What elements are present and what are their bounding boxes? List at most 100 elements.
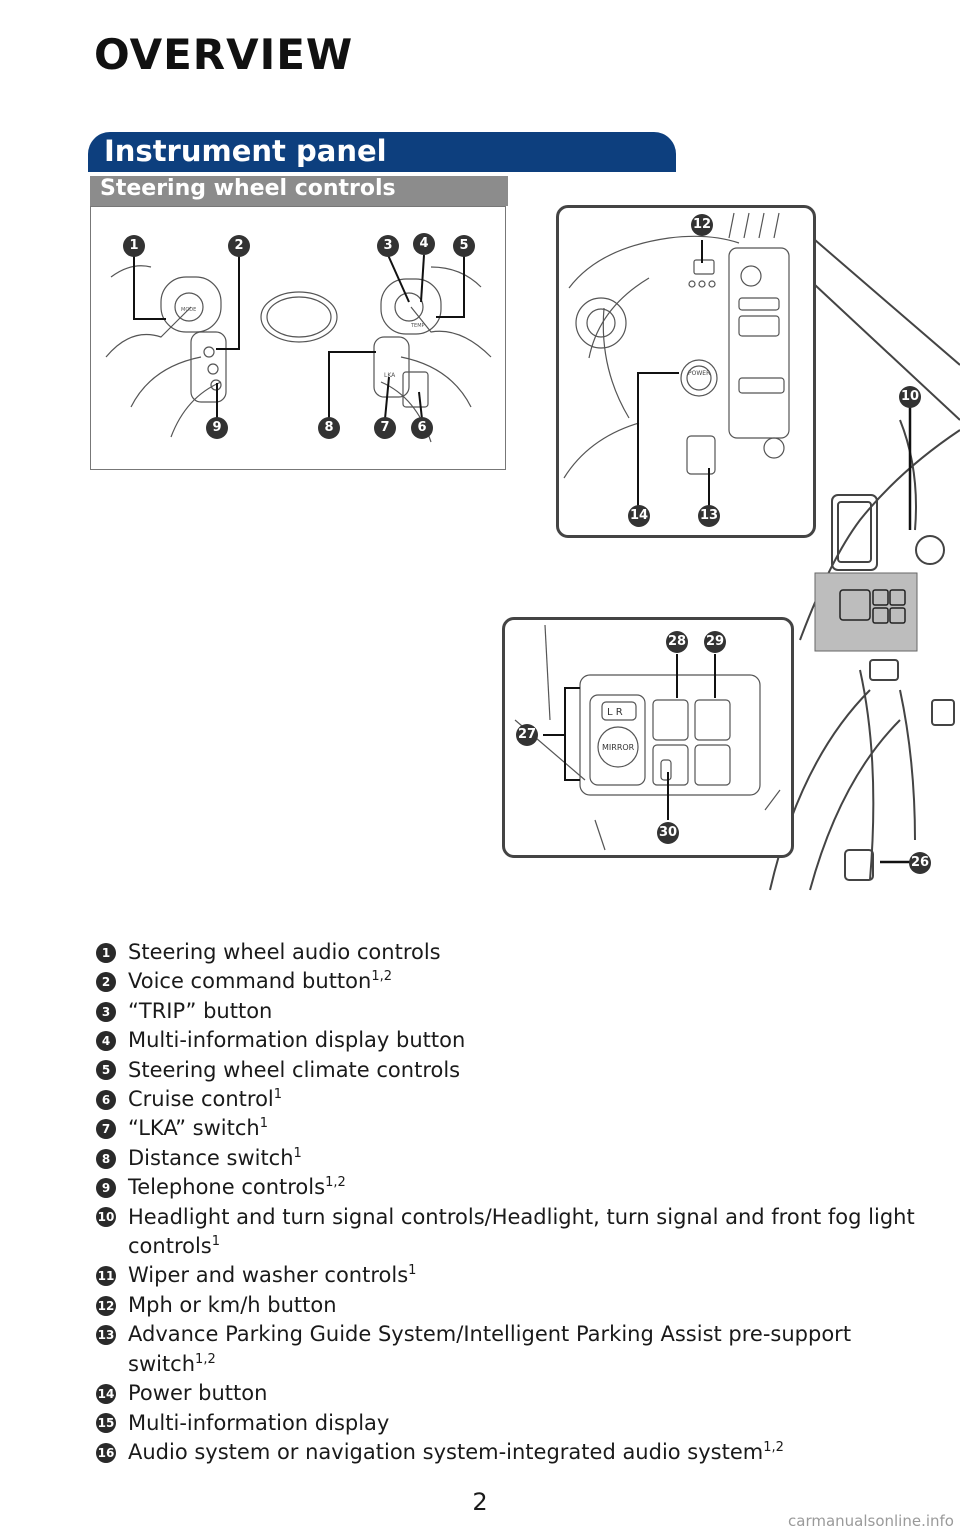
legend-footnote-ref: 1: [293, 1145, 302, 1161]
legend-text-wrap: Telephone controls1,2: [128, 1173, 916, 1202]
subsection-title: Steering wheel controls: [100, 176, 396, 201]
legend-item: 6 Cruise control1: [96, 1085, 916, 1114]
callout-badge-5: 5: [453, 235, 475, 257]
legend-number-badge: 6: [96, 1085, 128, 1114]
callout-badge-3: 3: [377, 235, 399, 257]
legend-number-badge: 1: [96, 938, 128, 967]
callout-badge-6: 6: [411, 417, 433, 439]
legend-text: Telephone controls: [128, 1175, 326, 1200]
callout-badge-1: 1: [123, 235, 145, 257]
callout-badge-28: 28: [666, 631, 688, 653]
steering-wheel-illustration: LKA MODE TEMP 1 2 3 4 5 6 7 8 9: [90, 206, 506, 470]
inset-mirror-drawing: L R MIRROR: [514, 624, 781, 851]
legend-item: 3 “TRIP” button: [96, 997, 916, 1026]
subsection-header: Steering wheel controls: [90, 176, 508, 206]
legend-item: 1 Steering wheel audio controls: [96, 938, 916, 967]
legend-number: 8: [96, 1148, 116, 1169]
callout-badge-2: 2: [228, 235, 250, 257]
inset-power-area: POWER 12 13 14: [556, 205, 816, 538]
legend-number: 6: [96, 1089, 116, 1110]
legend-number-badge: 4: [96, 1026, 128, 1055]
legend-text-wrap: Audio system or navigation system-integr…: [128, 1438, 916, 1467]
legend-number: 13: [96, 1324, 116, 1345]
legend-number: 15: [96, 1413, 116, 1434]
legend-text-wrap: Steering wheel audio controls: [128, 938, 916, 967]
legend-text: Multi-information display button: [128, 1028, 466, 1053]
legend-number: 3: [96, 1001, 116, 1022]
legend-number-badge: 14: [96, 1379, 128, 1408]
callout-badge-13: 13: [698, 505, 720, 527]
legend-list: 1 Steering wheel audio controls 2 Voice com…: [96, 938, 916, 1467]
legend-number-badge: 10: [96, 1203, 128, 1232]
legend-text-wrap: Headlight and turn signal controls/Headl…: [128, 1203, 916, 1262]
callout-badge-29: 29: [704, 631, 726, 653]
legend-text-wrap: Wiper and washer controls1: [128, 1261, 916, 1290]
callout-badge-8: 8: [318, 417, 340, 439]
legend-text: Advance Parking Guide System/Intelligent…: [128, 1322, 852, 1376]
legend-text-wrap: Advance Parking Guide System/Intelligent…: [128, 1320, 916, 1379]
legend-number-badge: 12: [96, 1291, 128, 1320]
legend-number-badge: 9: [96, 1173, 128, 1202]
callout-badge-14: 14: [628, 505, 650, 527]
legend-number-badge: 15: [96, 1409, 128, 1438]
callout-badge-10: 10: [899, 386, 921, 408]
legend-text-wrap: “TRIP” button: [128, 997, 916, 1026]
legend-item: 8 Distance switch1: [96, 1144, 916, 1173]
callout-badge-27: 27: [516, 724, 538, 746]
page-number: 2: [472, 1488, 488, 1516]
legend-text-wrap: Cruise control1: [128, 1085, 916, 1114]
legend-number: 2: [96, 972, 116, 993]
legend-footnote-ref: 1,2: [325, 1175, 346, 1191]
legend-text: Steering wheel audio controls: [128, 940, 441, 964]
legend-text-wrap: Voice command button1,2: [128, 967, 916, 996]
legend-number: 5: [96, 1060, 116, 1081]
legend-number: 14: [96, 1383, 116, 1404]
callout-badge-12: 12: [691, 214, 713, 236]
callout-badge-7: 7: [374, 417, 396, 439]
dashboard-drawing: [769, 239, 960, 891]
legend-number: 9: [96, 1177, 116, 1198]
legend-number-badge: 3: [96, 997, 128, 1026]
callout-badge-9: 9: [206, 417, 228, 439]
svg-text:L R: L R: [607, 707, 623, 718]
legend-text: Power button: [128, 1381, 268, 1406]
legend-footnote-ref: 1: [408, 1263, 417, 1279]
legend-text-wrap: Steering wheel climate controls: [128, 1056, 916, 1085]
legend-number-badge: 11: [96, 1261, 128, 1290]
legend-text-wrap: Distance switch1: [128, 1144, 916, 1173]
legend-text: Wiper and washer controls: [128, 1263, 409, 1288]
legend-text-wrap: Power button: [128, 1379, 916, 1408]
legend-text-wrap: Multi-information display: [128, 1409, 916, 1438]
svg-text:TEMP: TEMP: [410, 323, 425, 329]
svg-text:POWER: POWER: [688, 370, 710, 377]
legend-number: 7: [96, 1119, 116, 1140]
legend-text-wrap: Multi-information display button: [128, 1026, 916, 1055]
legend-text: Multi-information display: [128, 1410, 390, 1435]
legend-number-badge: 13: [96, 1320, 128, 1349]
svg-text:MIRROR: MIRROR: [602, 743, 635, 752]
legend-item: 5 Steering wheel climate controls: [96, 1056, 916, 1085]
legend-number-badge: 8: [96, 1144, 128, 1173]
legend-footnote-ref: 1,2: [763, 1439, 784, 1455]
legend-item: 7“LKA” switch1: [96, 1114, 916, 1143]
legend-footnote-ref: 1: [211, 1234, 221, 1250]
legend-text: Cruise control: [128, 1087, 274, 1112]
legend-footnote-ref: 1: [273, 1087, 283, 1103]
legend-number: 1: [96, 942, 116, 963]
inset-mirror-area: L R MIRROR 27 28 29 30: [502, 617, 794, 858]
legend-item: 2 Voice command button1,2: [96, 967, 916, 996]
svg-text:LKA: LKA: [384, 372, 396, 379]
svg-text:MODE: MODE: [181, 307, 196, 313]
legend-footnote-ref: 1,2: [371, 969, 393, 985]
legend-text: Mph or km/h button: [128, 1292, 337, 1317]
legend-text: “LKA” switch: [128, 1116, 260, 1141]
legend-number: 4: [96, 1030, 116, 1051]
legend-item: 14 Power button: [96, 1379, 916, 1408]
legend-number-badge: 5: [96, 1056, 128, 1085]
legend-text: Headlight and turn signal controls/Headl…: [128, 1204, 915, 1259]
page-title: OVERVIEW: [94, 30, 354, 79]
legend-item: 13 Advance Parking Guide System/Intellige…: [96, 1320, 916, 1379]
